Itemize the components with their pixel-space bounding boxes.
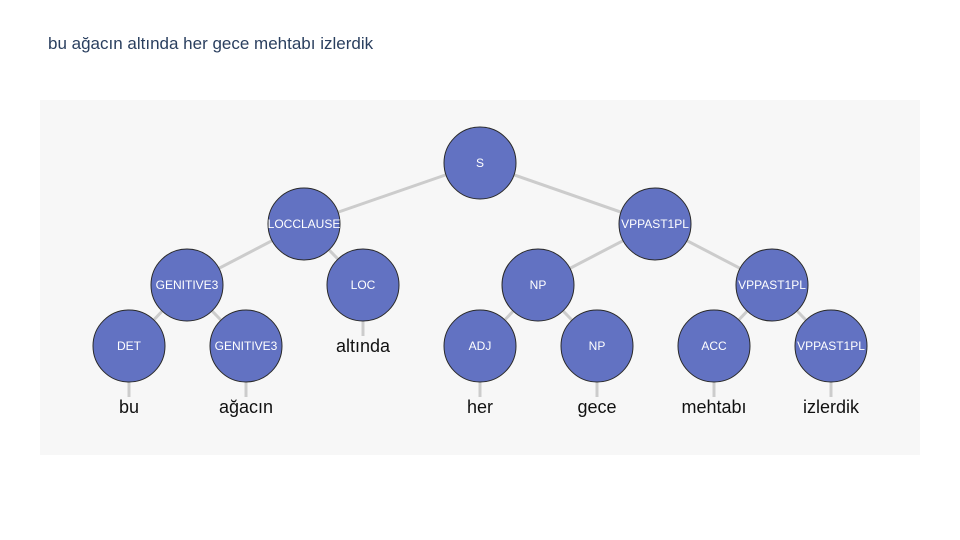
tree-nodes: S LOCCLAUSE VPPAST1PL GENITIVE3 LOC NP VPPAST1… <box>92 126 868 383</box>
tree-node-circle <box>150 248 224 322</box>
tree-node-label: VPPAST1PL <box>738 278 806 292</box>
tree-node-label: DET <box>117 339 142 353</box>
sentence-title: bu ağacın altında her gece mehtabı izler… <box>48 34 374 53</box>
tree-node: ADJ <box>443 309 517 383</box>
tree-node: GENITIVE3 <box>209 309 283 383</box>
leaf-word: altında <box>336 336 391 356</box>
tree-node-label: GENITIVE3 <box>156 278 219 292</box>
tree-node-circle <box>501 248 575 322</box>
tree-node-label: NP <box>530 278 547 292</box>
tree-node-circle <box>618 187 692 261</box>
tree-node-circle <box>443 309 517 383</box>
tree-node: VPPAST1PL <box>794 309 868 383</box>
tree-node: VPPAST1PL <box>618 187 692 261</box>
tree-node: VPPAST1PL <box>735 248 809 322</box>
tree-node: NP <box>560 309 634 383</box>
tree-node: LOCCLAUSE <box>267 187 341 261</box>
tree-node-label: S <box>476 156 484 170</box>
tree-node-label: GENITIVE3 <box>215 339 278 353</box>
tree-node-circle <box>560 309 634 383</box>
tree-node-circle <box>267 187 341 261</box>
tree-node-circle <box>735 248 809 322</box>
tree-node: S <box>443 126 517 200</box>
tree-node: GENITIVE3 <box>150 248 224 322</box>
tree-node-label: VPPAST1PL <box>797 339 865 353</box>
tree-node-circle <box>326 248 400 322</box>
tree-node-label: ACC <box>701 339 727 353</box>
tree-node-label: LOC <box>351 278 376 292</box>
tree-node-circle <box>794 309 868 383</box>
tree-node-circle <box>677 309 751 383</box>
tree-node: DET <box>92 309 166 383</box>
leaf-word: her <box>467 397 493 417</box>
leaf-word: izlerdik <box>803 397 860 417</box>
leaf-word: mehtabı <box>681 397 746 417</box>
tree-node: LOC <box>326 248 400 322</box>
tree-node-circle <box>92 309 166 383</box>
leaf-word: bu <box>119 397 139 417</box>
leaf-word: gece <box>577 397 616 417</box>
tree-node-circle <box>443 126 517 200</box>
tree-node-label: ADJ <box>469 339 492 353</box>
tree-leaves: bu ağacın altında her gece mehtabı izlerdik <box>119 336 860 417</box>
tree-node-label: VPPAST1PL <box>621 217 689 231</box>
tree-node: NP <box>501 248 575 322</box>
tree-node-label: NP <box>589 339 606 353</box>
leaf-word: ağacın <box>219 397 273 417</box>
tree-node-label: LOCCLAUSE <box>268 217 341 231</box>
tree-node-circle <box>209 309 283 383</box>
tree-node: ACC <box>677 309 751 383</box>
